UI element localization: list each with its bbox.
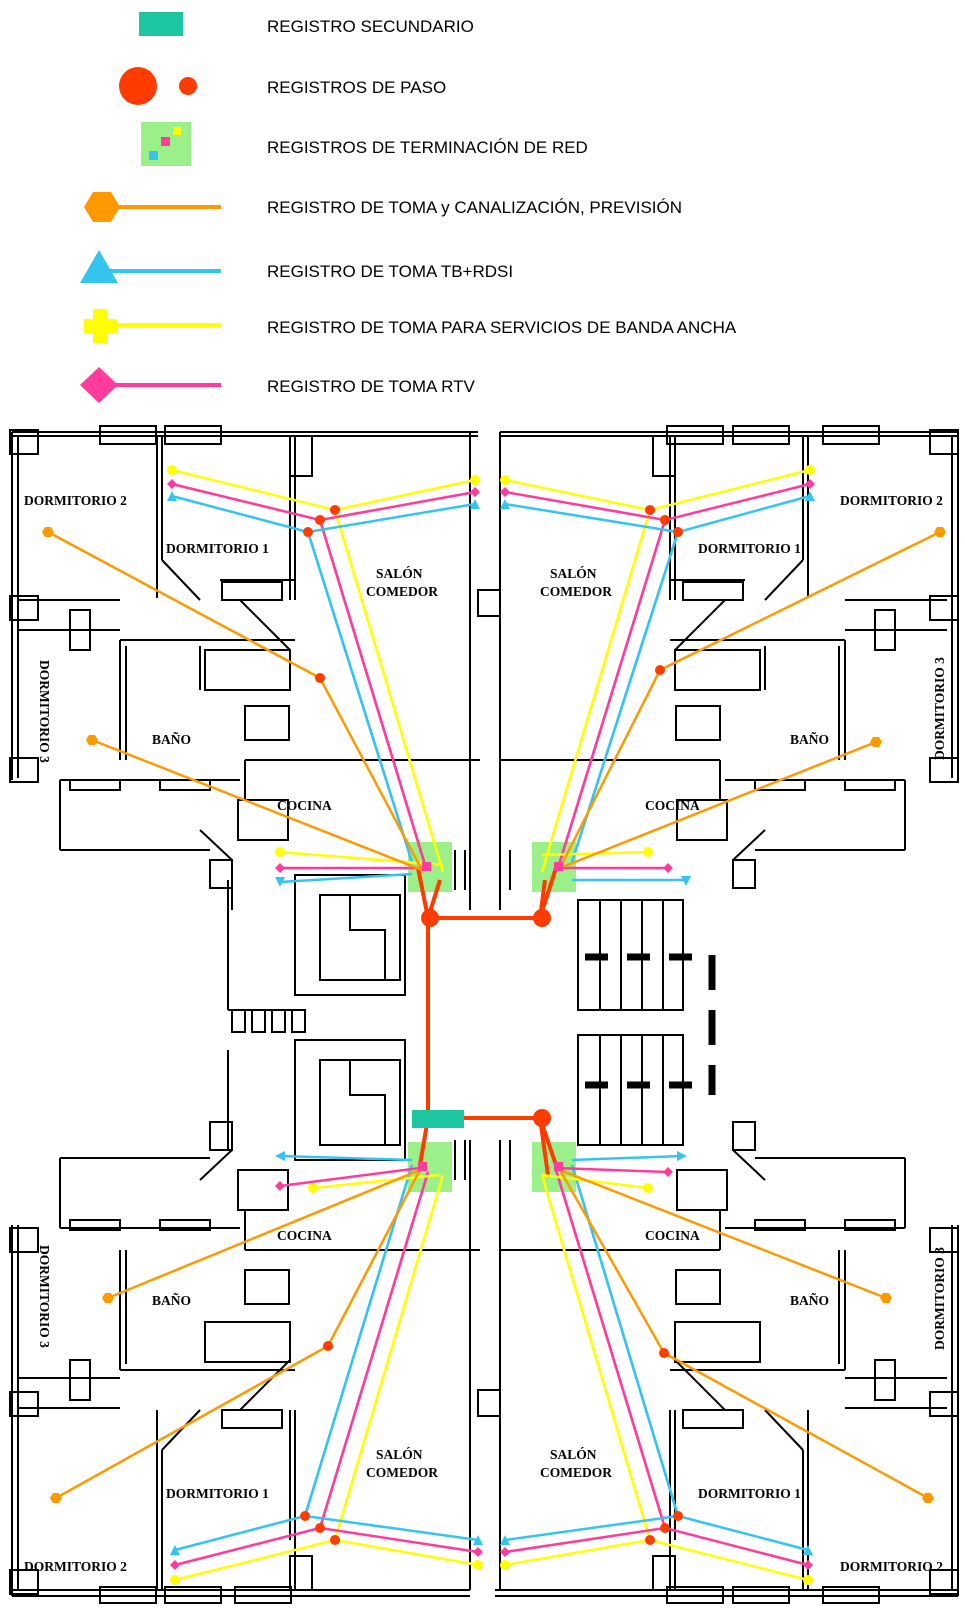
legend-prevision-symbol xyxy=(84,192,221,222)
cables-top-right xyxy=(504,468,941,882)
legend-terminacion-label: REGISTROS DE TERMINACIÓN DE RED xyxy=(267,138,588,157)
registro-secundario xyxy=(412,1110,464,1128)
room-bano-bl: BAÑO xyxy=(152,1293,191,1308)
legend-paso-big-symbol xyxy=(119,67,157,105)
paso-register-top-left xyxy=(421,909,439,927)
room-comedor-tr: COMEDOR xyxy=(540,584,612,599)
room-bano-br: BAÑO xyxy=(790,1293,829,1308)
room-dormitorio1-bl: DORMITORIO 1 xyxy=(166,1486,269,1501)
legend-banda-ancha-label: REGISTRO DE TOMA PARA SERVICIOS DE BANDA… xyxy=(267,318,737,337)
room-dormitorio1-br: DORMITORIO 1 xyxy=(698,1486,801,1501)
room-salon-bl: SALÓN xyxy=(376,1447,423,1462)
room-dormitorio3-br: DORMITORIO 3 xyxy=(932,1247,947,1350)
room-dormitorio2-bl: DORMITORIO 2 xyxy=(24,1559,127,1574)
room-dormitorio1-tr: DORMITORIO 1 xyxy=(698,541,801,556)
legend-prevision-label: REGISTRO DE TOMA y CANALIZACIÓN, PREVISI… xyxy=(267,198,682,217)
tomas-top-right xyxy=(500,465,946,886)
room-dormitorio3-bl: DORMITORIO 3 xyxy=(37,1245,52,1348)
room-cocina-tr: COCINA xyxy=(645,798,700,813)
room-salon-tl: SALÓN xyxy=(376,566,423,581)
legend-paso-small-symbol xyxy=(179,77,197,95)
paso-register-bottom-right xyxy=(533,1109,551,1127)
room-comedor-tl: COMEDOR xyxy=(366,584,438,599)
terminacion-register-bottom-left xyxy=(408,1142,452,1192)
room-comedor-br: COMEDOR xyxy=(540,1465,612,1480)
room-bano-tl: BAÑO xyxy=(152,732,191,747)
paso-registers xyxy=(421,909,551,1127)
room-dormitorio1-tl: DORMITORIO 1 xyxy=(166,541,269,556)
legend: REGISTRO SECUNDARIO REGISTROS DE PASO RE… xyxy=(80,12,737,403)
tomas-bottom-left xyxy=(50,1151,483,1585)
legend-secundario-symbol xyxy=(139,12,183,36)
room-bano-tr: BAÑO xyxy=(790,732,829,747)
legend-banda-ancha-symbol xyxy=(84,309,221,343)
room-dormitorio2-tr: DORMITORIO 2 xyxy=(840,493,943,508)
legend-rtv-symbol xyxy=(80,367,221,403)
room-dormitorio3-tl: DORMITORIO 3 xyxy=(37,660,52,763)
room-dormitorio2-tl: DORMITORIO 2 xyxy=(24,493,127,508)
room-dormitorio2-br: DORMITORIO 2 xyxy=(840,1559,943,1574)
legend-rtv-label: REGISTRO DE TOMA RTV xyxy=(267,377,475,396)
room-cocina-tl: COCINA xyxy=(277,798,332,813)
terminacion-registers xyxy=(408,842,576,1192)
legend-secundario-label: REGISTRO SECUNDARIO xyxy=(267,17,474,36)
legend-tb-rdsi-label: REGISTRO DE TOMA TB+RDSI xyxy=(267,262,513,281)
room-labels: DORMITORIO 2 DORMITORIO 1 SALÓN COMEDOR … xyxy=(24,493,947,1574)
legend-terminacion-symbol xyxy=(141,122,191,166)
tomas-bottom-right xyxy=(500,1151,934,1585)
stair-direction-dashes xyxy=(585,953,716,1095)
cables-top-left xyxy=(47,468,476,884)
building-walls xyxy=(9,425,959,1604)
paso-register-top-right xyxy=(533,909,551,927)
room-salon-tr: SALÓN xyxy=(550,566,597,581)
room-dormitorio3-tr: DORMITORIO 3 xyxy=(932,657,947,760)
legend-tb-rdsi-symbol xyxy=(80,250,221,283)
room-cocina-br: COCINA xyxy=(645,1228,700,1243)
room-cocina-bl: COCINA xyxy=(277,1228,332,1243)
riser-trunk xyxy=(416,867,558,1176)
tomas-top-left xyxy=(42,465,480,887)
room-comedor-bl: COMEDOR xyxy=(366,1465,438,1480)
room-salon-br: SALÓN xyxy=(550,1447,597,1462)
legend-paso-label: REGISTROS DE PASO xyxy=(267,78,446,97)
